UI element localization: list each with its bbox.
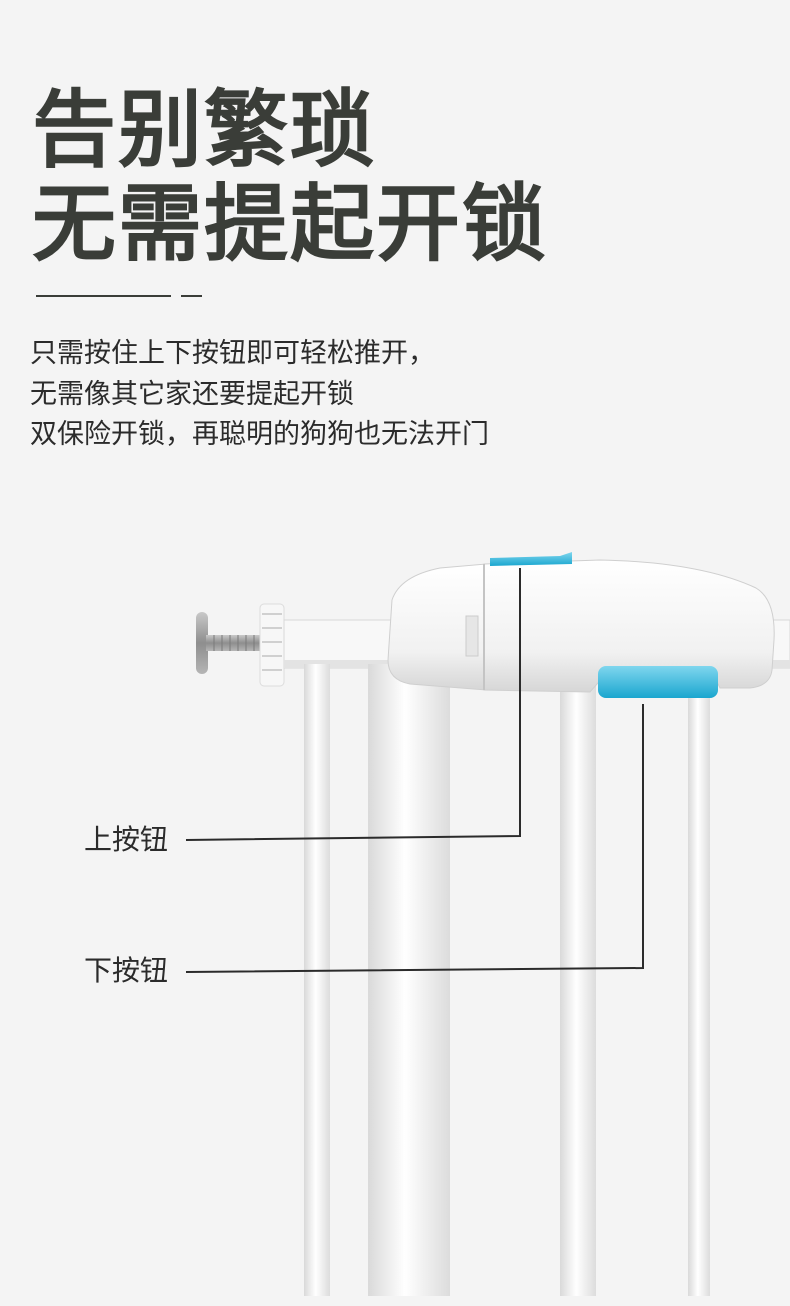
divider-long — [36, 295, 171, 297]
description-line-1: 只需按住上下按钮即可轻松推开， — [30, 338, 435, 369]
upper-button-leader-line — [185, 568, 521, 841]
divider-short — [181, 295, 202, 297]
description-line-3: 双保险开锁，再聪明的狗狗也无法开门 — [30, 419, 489, 450]
right-latch-housing — [483, 559, 775, 693]
gate-bars — [304, 664, 710, 1296]
lower-button-label: 下按钮 — [84, 954, 169, 987]
headline-line-1: 告别繁琐 — [32, 81, 377, 179]
mounting-screw — [196, 603, 285, 687]
upper-button-label: 上按钮 — [84, 823, 169, 856]
lower-button — [598, 666, 718, 698]
lower-button-leader-line — [185, 704, 644, 973]
description-line-2: 无需像其它家还要提起开锁 — [30, 379, 354, 410]
headline-line-2: 无需提起开锁 — [32, 175, 549, 273]
upper-button — [490, 552, 572, 566]
